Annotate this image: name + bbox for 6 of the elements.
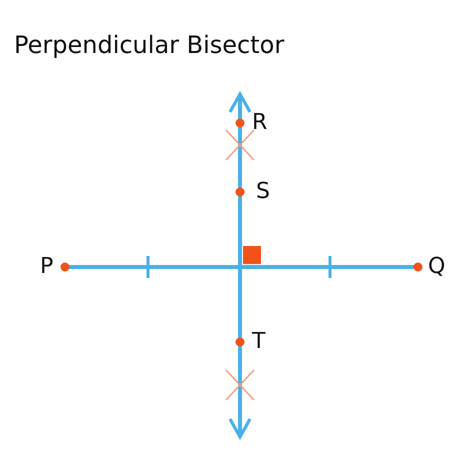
- point-label: T: [252, 331, 266, 353]
- point-label: S: [256, 181, 270, 203]
- point-label: Q: [428, 256, 446, 278]
- point-label: R: [252, 112, 268, 134]
- point-label: P: [40, 256, 54, 278]
- diagram-title: Perpendicular Bisector: [14, 33, 284, 57]
